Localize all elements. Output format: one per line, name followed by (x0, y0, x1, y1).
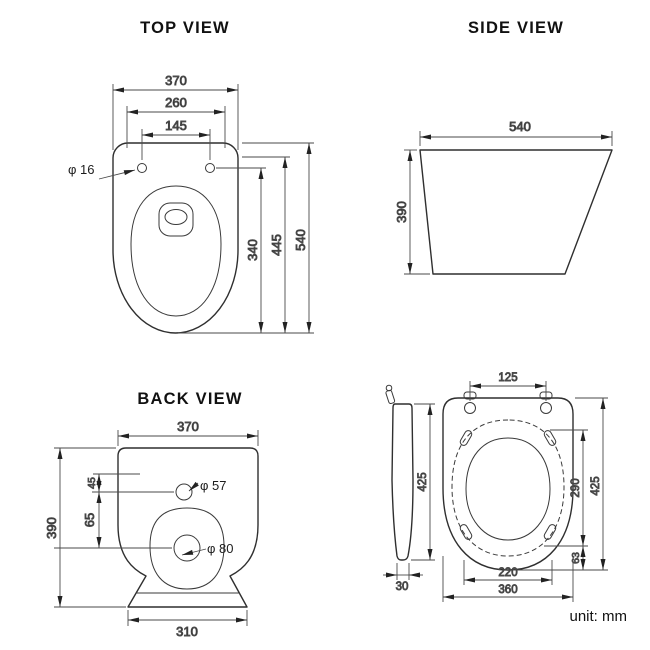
bumper-bottom-left (459, 524, 473, 540)
bowl-outline (112, 142, 239, 334)
unit-note: unit: mm (569, 608, 627, 625)
dim-label: 310 (176, 624, 198, 639)
flush-hole (164, 209, 188, 225)
dim-label: 370 (177, 419, 199, 434)
seat-hole-left (137, 163, 147, 173)
flush-recess (158, 202, 194, 237)
dim-label: 390 (44, 517, 59, 539)
dim-top-hinge-span: 145 (141, 118, 211, 160)
leader-line (98, 169, 136, 180)
back-view: BACK VIEW 370 45 65 390 φ (44, 390, 259, 639)
dim-back-base-width: 310 (127, 610, 248, 639)
dim-label: 390 (394, 201, 409, 223)
dim-back-width: 370 (117, 419, 259, 446)
dim-label: φ 16 (68, 162, 95, 177)
seat-detail: 30 425 125 290 (383, 372, 608, 602)
dim-label: 370 (165, 73, 187, 88)
outlet-hole (173, 534, 201, 562)
hinge-pin (385, 389, 396, 405)
dim-seat-tail: 63 (570, 546, 586, 570)
bumper-top-right (543, 430, 557, 446)
back-view-title: BACK VIEW (137, 390, 242, 408)
dim-back-height: 390 (44, 448, 63, 607)
bumper-top-left (459, 430, 473, 446)
seat-side-profile (391, 403, 414, 561)
dim-label: 260 (165, 95, 187, 110)
dim-seat-inner-width: 220 (463, 560, 553, 585)
bumper (459, 430, 473, 446)
side-view: SIDE VIEW 540 390 (394, 19, 613, 275)
dim-side-height: 390 (394, 149, 430, 275)
bowl-inner-rim (130, 185, 222, 317)
hinge-hole-left (464, 402, 476, 414)
dim-inlet-dia: φ 57 (188, 478, 227, 493)
dim-top-total-depth: 540 (178, 142, 314, 334)
leader-line (188, 481, 199, 492)
dim-top-tank-width: 260 (126, 95, 226, 148)
seat-outline (442, 397, 574, 571)
top-view: TOP VIEW 370 260 145 φ 16 (68, 19, 314, 334)
dim-label: 540 (509, 119, 531, 134)
side-profile-outline (419, 149, 613, 275)
dim-label: 220 (498, 567, 517, 579)
hinge-pin-body (385, 389, 396, 405)
dim-label: 445 (269, 234, 284, 256)
dim-top-bowl-depth: 340 (216, 167, 266, 333)
dim-label: 290 (570, 478, 582, 497)
dim-back-offset-top: 45 (86, 474, 102, 492)
back-outline (117, 447, 259, 608)
seat-ring-opening (465, 437, 551, 541)
top-view-title: TOP VIEW (140, 19, 230, 37)
dim-label: φ 57 (200, 478, 227, 493)
dim-seat-length: 425 (512, 397, 608, 571)
dim-label: 63 (570, 552, 582, 564)
dim-top-width: 370 (112, 73, 239, 150)
dim-back-hole-gap: 65 (82, 492, 102, 548)
dim-label: φ 80 (207, 541, 234, 556)
leader-line (181, 548, 207, 556)
bumper (459, 524, 473, 540)
hinge-hole-right (540, 402, 552, 414)
dim-seat-width: 360 (442, 556, 574, 602)
dim-label: 340 (245, 239, 260, 261)
dim-seat-side-length: 425 (411, 403, 435, 561)
bumper (543, 524, 557, 540)
dim-seat-ring-depth: 290 (544, 429, 588, 547)
dim-label: 360 (498, 584, 517, 596)
back-recess-panel (149, 507, 225, 590)
dim-label: 45 (86, 477, 98, 489)
dim-label: 425 (590, 476, 602, 495)
dim-hinge-hole-dia: φ 16 (68, 162, 136, 180)
hinge-pin-cap (385, 384, 393, 392)
dim-top-seat-depth: 445 (242, 156, 290, 333)
bumper (543, 430, 557, 446)
dim-label: 425 (417, 472, 429, 491)
dim-label: 30 (396, 581, 409, 593)
dim-label: 540 (293, 229, 308, 251)
dim-seat-hinge-span: 125 (469, 372, 547, 401)
dim-outlet-dia: φ 80 (181, 541, 234, 556)
seat-hole-right (205, 163, 215, 173)
dim-label: 65 (82, 513, 97, 527)
hidden-rim-outline (451, 419, 565, 557)
dim-side-depth: 540 (419, 119, 613, 146)
dim-label: 125 (498, 372, 517, 384)
bumper-bottom-right (543, 524, 557, 540)
dim-seat-thickness: 30 (383, 563, 423, 593)
side-view-title: SIDE VIEW (468, 19, 564, 37)
dim-label: 145 (165, 118, 187, 133)
inlet-hole (175, 483, 193, 501)
